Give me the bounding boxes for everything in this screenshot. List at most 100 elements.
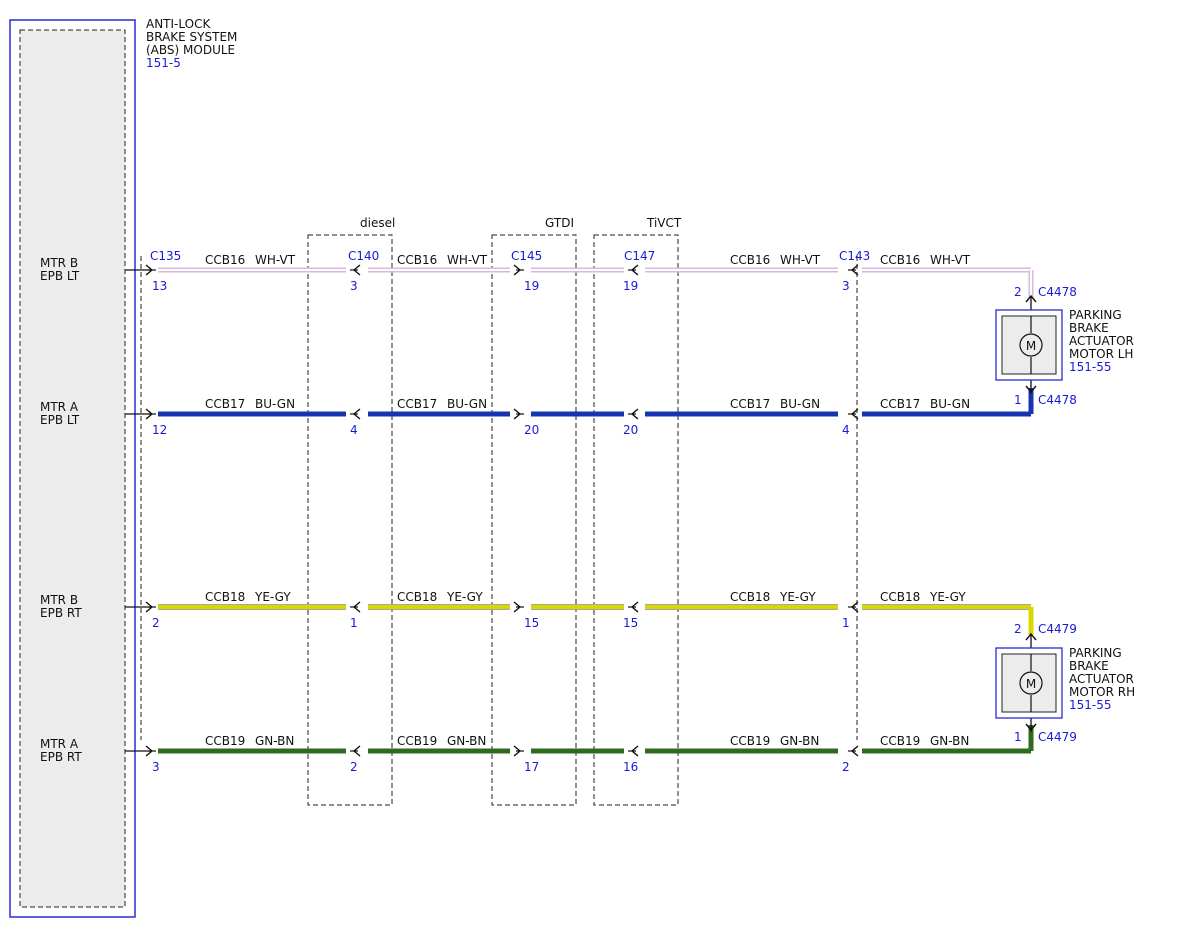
pin-number: 1 — [842, 616, 850, 630]
circuit-id: CCB19 — [730, 734, 770, 748]
connector-label: C143 — [839, 249, 870, 263]
motor-symbol: M — [1026, 339, 1036, 353]
wire-color-code: YE-GY — [254, 590, 291, 604]
pin-number: 13 — [152, 279, 167, 293]
circuit-id: CCB17 — [397, 397, 437, 411]
circuit-ccb19 — [145, 725, 1034, 757]
motor-label: ACTUATOR — [1069, 334, 1134, 348]
circuit-ccb17 — [145, 388, 1034, 420]
wire-arrow — [1025, 294, 1037, 303]
pin-number: 2 — [842, 760, 850, 774]
motor-lh — [995, 294, 1063, 394]
circuit-id: CCB18 — [880, 590, 920, 604]
module-pin-label: MTR A — [40, 737, 79, 751]
pin-number: 16 — [623, 760, 638, 774]
circuit-ccb18 — [145, 601, 1034, 635]
motor-connector-label: C4479 — [1038, 622, 1077, 636]
circuit-id: CCB17 — [880, 397, 920, 411]
motor-label: PARKING — [1069, 646, 1122, 660]
abs-module-outline — [9, 19, 136, 918]
option-group-box — [307, 234, 393, 806]
option-group-label: GTDI — [545, 216, 574, 230]
pin-number: 3 — [350, 279, 358, 293]
pin-number: 19 — [623, 279, 638, 293]
motor-label: BRAKE — [1069, 659, 1109, 673]
wire-color-code: BU-GN — [930, 397, 970, 411]
module-pin-label: MTR A — [40, 400, 79, 414]
connector-label: C140 — [348, 249, 379, 263]
abs-module-title-line: ANTI-LOCK — [146, 17, 211, 31]
wire-color-code: YE-GY — [779, 590, 816, 604]
pin-number: 2 — [350, 760, 358, 774]
module-pin-label: EPB LT — [40, 269, 80, 283]
pin-number: 17 — [524, 760, 539, 774]
motor-pin-number: 2 — [1014, 285, 1022, 299]
pin-number: 12 — [152, 423, 167, 437]
motor-pin-number: 1 — [1014, 393, 1022, 407]
motor-pin-number: 2 — [1014, 622, 1022, 636]
motor-icon — [1019, 333, 1043, 357]
wire-color-code: YE-GY — [446, 590, 483, 604]
motor-rh — [995, 632, 1063, 732]
motor-label: MOTOR RH — [1069, 685, 1135, 699]
connector-label: C147 — [624, 249, 655, 263]
circuit-id: CCB16 — [730, 253, 770, 267]
wire-color-code: WH-VT — [780, 253, 821, 267]
circuit-id: CCB19 — [205, 734, 245, 748]
motor-label: PARKING — [1069, 308, 1122, 322]
wire-arrow — [1025, 723, 1037, 732]
module-pin-label: EPB RT — [40, 606, 82, 620]
pin-number: 3 — [842, 279, 850, 293]
wire-color-code: GN-BN — [447, 734, 486, 748]
module-pin-label: EPB RT — [40, 750, 82, 764]
pin-number: 19 — [524, 279, 539, 293]
circuit-id: CCB16 — [397, 253, 437, 267]
abs-module-ref: 151-5 — [146, 56, 181, 70]
option-group-label: diesel — [360, 216, 395, 230]
abs-module-title-line: (ABS) MODULE — [146, 43, 235, 57]
wire-color-code: BU-GN — [447, 397, 487, 411]
circuit-id: CCB18 — [205, 590, 245, 604]
wire-color-code: BU-GN — [780, 397, 820, 411]
motor-pin-number: 1 — [1014, 730, 1022, 744]
motor-label: BRAKE — [1069, 321, 1109, 335]
wire-color-code: WH-VT — [447, 253, 488, 267]
wire-arrow — [1025, 385, 1037, 394]
option-group-box — [491, 234, 577, 806]
abs-module: ANTI-LOCK BRAKE SYSTEM (ABS) MODULE 151-… — [9, 17, 237, 918]
pin-number: 2 — [152, 616, 160, 630]
module-pin-label: EPB LT — [40, 413, 80, 427]
motor-ref: 151-55 — [1069, 698, 1112, 712]
wire-color-code: WH-VT — [255, 253, 296, 267]
pin-number: 4 — [350, 423, 358, 437]
wire-color-code: BU-GN — [255, 397, 295, 411]
pin-number: 15 — [524, 616, 539, 630]
motor-label: MOTOR LH — [1069, 347, 1133, 361]
circuit-id: CCB19 — [397, 734, 437, 748]
motor-ref: 151-55 — [1069, 360, 1112, 374]
motor-symbol: M — [1026, 677, 1036, 691]
connector-label: C135 — [150, 249, 181, 263]
connector-label: C145 — [511, 249, 542, 263]
option-group-label: TiVCT — [646, 216, 682, 230]
circuit-id: CCB16 — [880, 253, 920, 267]
pin-number: 20 — [623, 423, 638, 437]
circuit-id: CCB16 — [205, 253, 245, 267]
pin-number: 1 — [350, 616, 358, 630]
wire-color-code: YE-GY — [929, 590, 966, 604]
wire-arrow — [1025, 632, 1037, 641]
abs-module-body — [19, 29, 126, 908]
wire-color-code: GN-BN — [255, 734, 294, 748]
option-group-box — [593, 234, 679, 806]
motor-connector-label: C4479 — [1038, 730, 1077, 744]
motor-icon — [1019, 671, 1043, 695]
pin-number: 15 — [623, 616, 638, 630]
abs-module-title-line: BRAKE SYSTEM — [146, 30, 237, 44]
circuit-ccb16 — [145, 264, 1034, 298]
pin-number: 20 — [524, 423, 539, 437]
module-pin-label: MTR B — [40, 256, 78, 270]
circuit-id: CCB18 — [397, 590, 437, 604]
wire-color-code: GN-BN — [780, 734, 819, 748]
module-pin-label: MTR B — [40, 593, 78, 607]
